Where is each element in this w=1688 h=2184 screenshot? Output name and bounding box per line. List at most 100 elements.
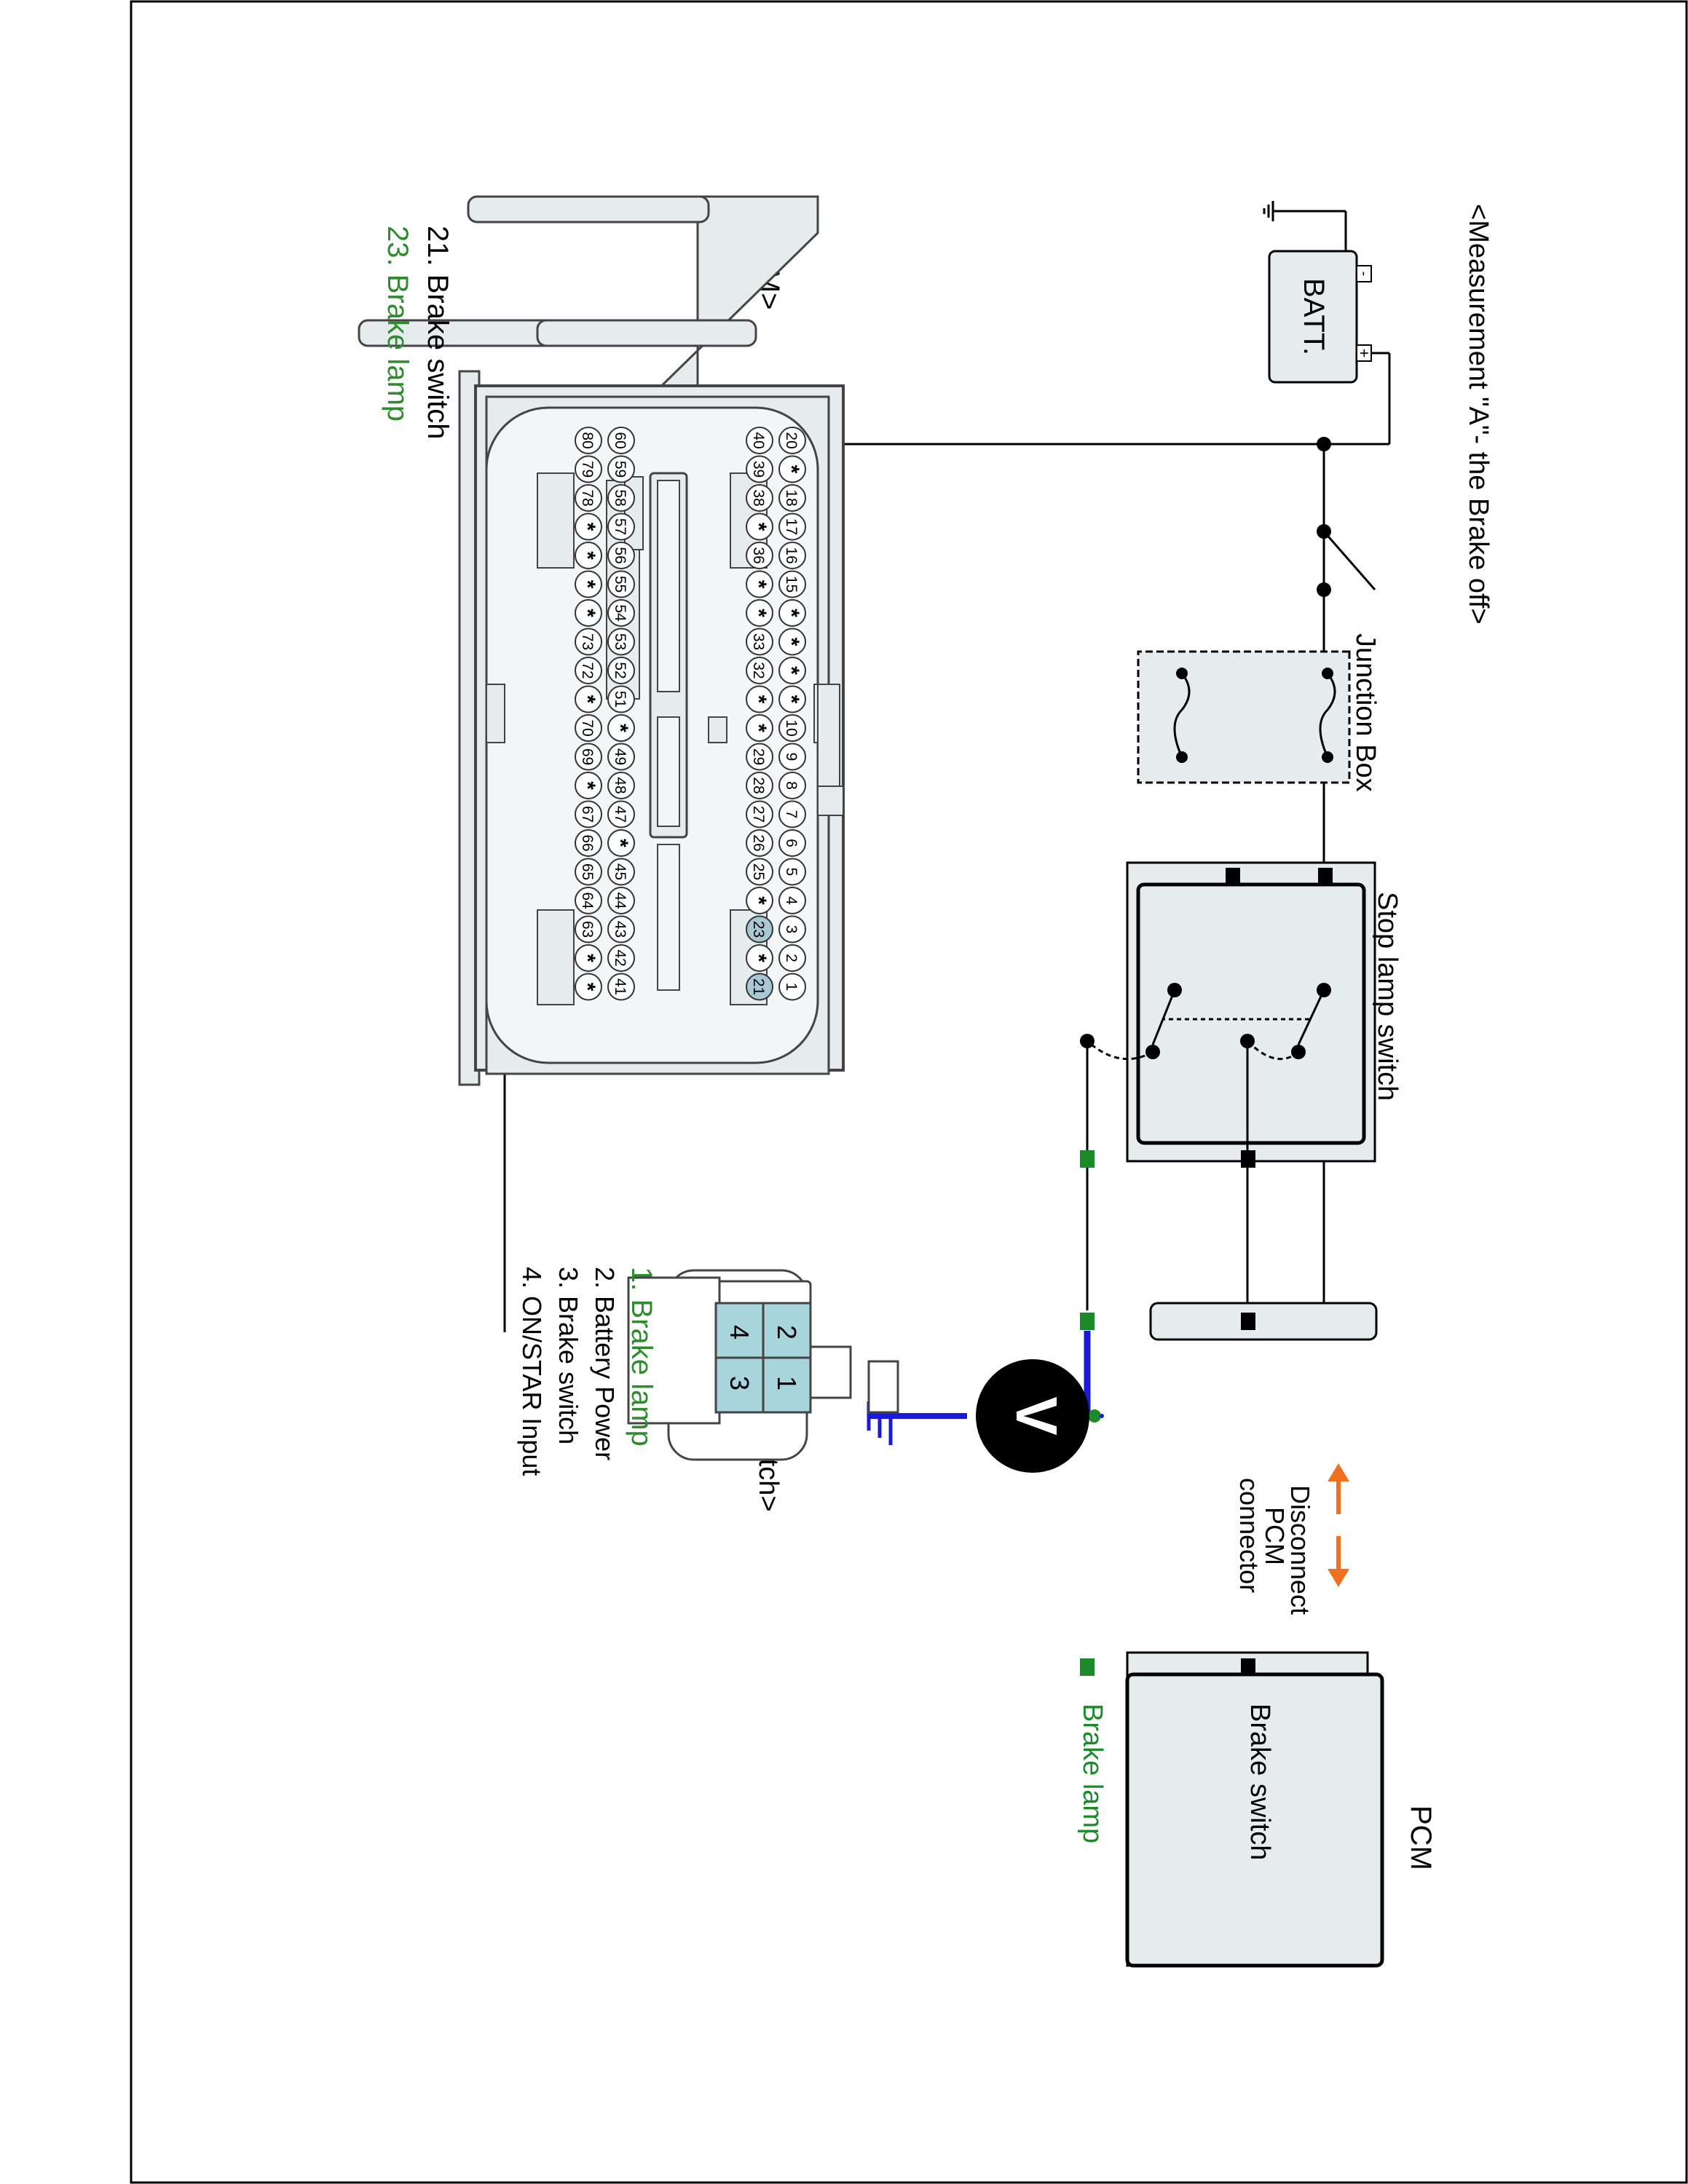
pcm-pin-circle <box>746 455 773 483</box>
pcm-pin-circle <box>746 599 773 627</box>
pcm-pin-label: 49 <box>612 748 628 765</box>
pcm-pin-circle <box>607 743 635 771</box>
pcm-pin-circle <box>607 714 635 742</box>
stop-lamp-pin-1: 1 <box>772 1376 802 1390</box>
pcm-pin-label: * <box>779 666 803 675</box>
pcm-pin-circle <box>575 772 602 799</box>
pcm-pin-label: 39 <box>750 461 767 478</box>
page-frame <box>130 0 1688 2184</box>
pcm-pin-circle <box>607 973 635 1001</box>
pcm-pin-circle <box>575 542 602 569</box>
pcm-pin-circle <box>607 484 635 512</box>
pcm-pin-label: 33 <box>750 633 767 650</box>
pcm-pin-label: * <box>575 580 599 589</box>
pcm-brake-lamp: Brake lamp <box>1077 1704 1108 1843</box>
pcm-pin-label: 65 <box>579 863 596 880</box>
pcm-title: PCM <box>1405 1805 1437 1870</box>
pcm-pin-circle <box>607 599 635 627</box>
pcm-pin-label: 45 <box>612 863 628 880</box>
battery-label: BATT. <box>1298 278 1330 355</box>
pcm-pin-label: * <box>746 695 770 704</box>
stop-lamp-legend-4: 4. ON/STAR Input <box>517 1267 547 1476</box>
pcm-pin-circle <box>746 772 773 799</box>
pcm-pin-circle <box>778 685 806 713</box>
pcm-pin-label: 58 <box>612 489 628 506</box>
stop-lamp-legend-1: 1. Brake lamp <box>626 1267 658 1447</box>
pcm-pin-label: 16 <box>783 547 800 563</box>
pcm-pin-circle <box>575 887 602 914</box>
pcm-pin-circle <box>778 599 806 627</box>
pcm-pin-label: 63 <box>579 921 596 938</box>
pcm-pin-circle <box>746 484 773 512</box>
pcm-pin-label: * <box>746 954 770 962</box>
pcm-pin-label: * <box>746 609 770 617</box>
pcm-pin-label: 52 <box>612 662 628 678</box>
pcm-pin-circle <box>607 772 635 799</box>
pcm-pin-label: 57 <box>612 518 628 535</box>
pcm-pin-label: * <box>575 551 599 560</box>
disconnect-line1: Disconnect <box>1285 1485 1315 1615</box>
pcm-pin-label: * <box>575 523 599 531</box>
pcm-pin-circle <box>778 973 806 1001</box>
pcm-pin-circle <box>778 944 806 972</box>
pcm-pin-circle <box>778 714 806 742</box>
pcm-pin-label: 18 <box>783 489 800 506</box>
pcm-pin-circle <box>575 513 602 541</box>
pcm-pin-label: 41 <box>612 978 628 995</box>
pcm-pin-circle <box>746 743 773 771</box>
pcm-pin-label: 44 <box>612 892 628 909</box>
pcm-pin-label: 42 <box>612 949 628 966</box>
stop-lamp-switch-label: Stop lamp switch <box>1372 892 1403 1101</box>
pcm-pin-label: * <box>575 983 599 992</box>
pcm-pin-label: 54 <box>612 604 628 622</box>
pcm-pin-circle <box>778 657 806 684</box>
pcm-pin-label: * <box>575 695 599 704</box>
pcm-pin-circle <box>575 714 602 742</box>
pcm-pin-label: 10 <box>783 719 800 736</box>
pcm-block: PCM Brake switch Brake lamp <box>1077 1651 1437 1968</box>
pcm-pin-circle <box>778 915 806 943</box>
pcm-pin-circle <box>607 657 635 684</box>
pcm-pin-circle <box>746 858 773 886</box>
pcm-pin-circle <box>575 685 602 713</box>
voltmeter-icon <box>976 1359 1089 1473</box>
pcm-pin-circle <box>778 800 806 828</box>
stop-lamp-pin-3: 3 <box>725 1376 754 1390</box>
pcm-pin-circle <box>778 513 806 541</box>
pcm-pin-circle <box>746 657 773 684</box>
pcm-pin-label: 29 <box>750 748 767 765</box>
pcm-pin-circle <box>746 427 773 454</box>
pcm-pin-label: 2 <box>783 954 800 962</box>
pcm-pin-label: 7 <box>783 810 800 819</box>
battery-box <box>1268 250 1358 384</box>
pcm-pin-label: * <box>779 638 803 646</box>
pcm-pin-label: 3 <box>783 925 800 934</box>
pcm-pin-label: 79 <box>579 461 596 478</box>
disconnect-note: Disconnect PCM connector <box>1234 1463 1349 1615</box>
pcm-pin-label: 69 <box>579 748 596 765</box>
voltmeter-group: V <box>867 1331 1104 1473</box>
pcm-pin-label: 48 <box>612 777 628 794</box>
pcm-pin-circle <box>575 858 602 886</box>
pcm-pin-circle <box>778 570 806 598</box>
battery-group: - + BATT. <box>1263 201 1391 444</box>
pcm-pin-circle <box>575 915 602 943</box>
battery-minus: - <box>1356 272 1372 277</box>
pcm-legend-brake-lamp: 23. Brake lamp <box>382 226 414 422</box>
pcm-pin-circle <box>575 944 602 972</box>
pcm-pin-label: * <box>575 609 599 617</box>
pcm-pin-circle <box>778 484 806 512</box>
pcm-pin-label: 1 <box>783 983 800 992</box>
stop-lamp-legend-3: 3. Brake switch <box>553 1267 583 1444</box>
stop-lamp-pin-2: 2 <box>772 1325 802 1340</box>
pcm-pin-circle <box>746 829 773 857</box>
pcm-pin-rows: 20*18171615****10987654321403938*36**333… <box>575 427 806 1001</box>
pcm-pin-circle <box>746 887 773 914</box>
pcm-legend-brake-switch: 21. Brake switch <box>422 226 454 439</box>
pcm-pin-label: 56 <box>612 547 628 563</box>
pcm-pin-circle <box>607 800 635 828</box>
pcm-pin-circle <box>607 685 635 713</box>
